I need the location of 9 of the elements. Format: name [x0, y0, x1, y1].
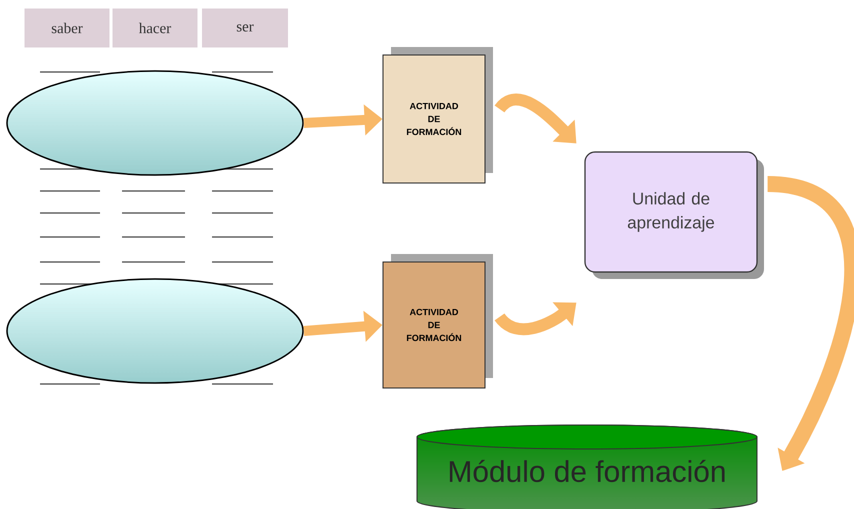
- ellipse: [6, 70, 304, 176]
- activity-card: ACTIVIDAD DE FORMACIÓN: [382, 47, 493, 184]
- rounded-box: Unidad de aprendizaje: [584, 151, 764, 279]
- cylinder: Módulo de formación: [416, 424, 758, 509]
- ellipse: [6, 278, 304, 384]
- header-tab: hacer: [112, 8, 198, 48]
- header-tab: ser: [202, 8, 288, 48]
- header-tab: saber: [24, 8, 110, 48]
- activity-card: ACTIVIDAD DE FORMACIÓN: [382, 254, 493, 388]
